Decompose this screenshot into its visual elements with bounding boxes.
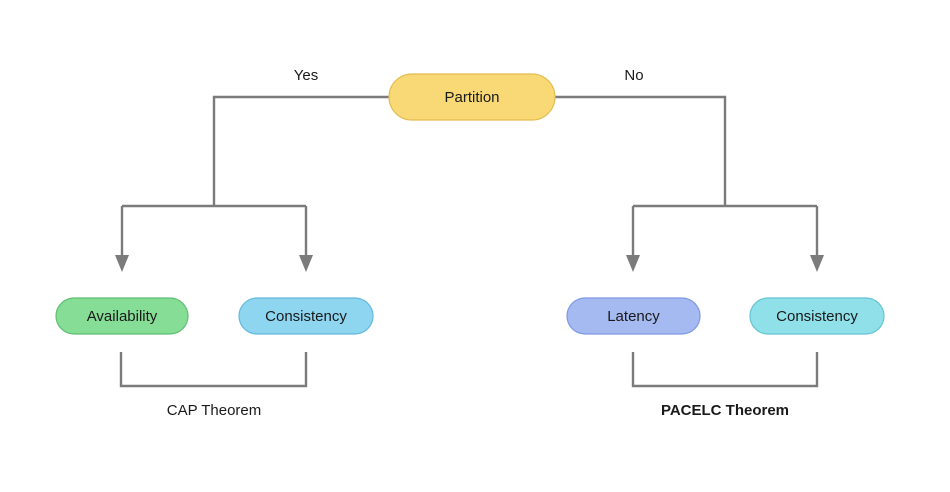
node-shape-availability[interactable] — [55, 297, 189, 335]
node-consistency-pacelc[interactable]: Consistency — [749, 297, 885, 335]
connector-root-to-cap — [212, 95, 389, 206]
group-bracket-layer — [119, 352, 819, 388]
node-shape-latency[interactable] — [566, 297, 701, 335]
edge-label-yes: Yes — [294, 67, 318, 84]
arrowhead-availability — [115, 255, 129, 272]
connector-layer — [120, 95, 819, 255]
group-label-pacelc: PACELC Theorem — [661, 402, 789, 419]
node-latency[interactable]: Latency — [566, 297, 701, 335]
node-shape-partition[interactable] — [388, 73, 556, 121]
arrowhead-layer — [115, 255, 824, 272]
arrowhead-latency — [626, 255, 640, 272]
group-label-cap: CAP Theorem — [167, 402, 262, 419]
node-partition[interactable]: Partition — [388, 73, 556, 121]
node-availability[interactable]: Availability — [55, 297, 189, 335]
bracket-cap — [119, 352, 308, 388]
edge-label-no: No — [624, 67, 643, 84]
node-consistency-cap[interactable]: Consistency — [238, 297, 374, 335]
label-layer: CAP Theorem PACELC Theorem Yes No — [167, 67, 789, 419]
connector-root-to-pacelc — [555, 95, 727, 206]
node-shape-consistency-cap[interactable] — [238, 297, 374, 335]
arrowhead-consistency-cap — [299, 255, 313, 272]
node-shape-consistency-pacelc[interactable] — [749, 297, 885, 335]
bracket-pacelc — [631, 352, 819, 388]
arrowhead-consistency-pacelc — [810, 255, 824, 272]
